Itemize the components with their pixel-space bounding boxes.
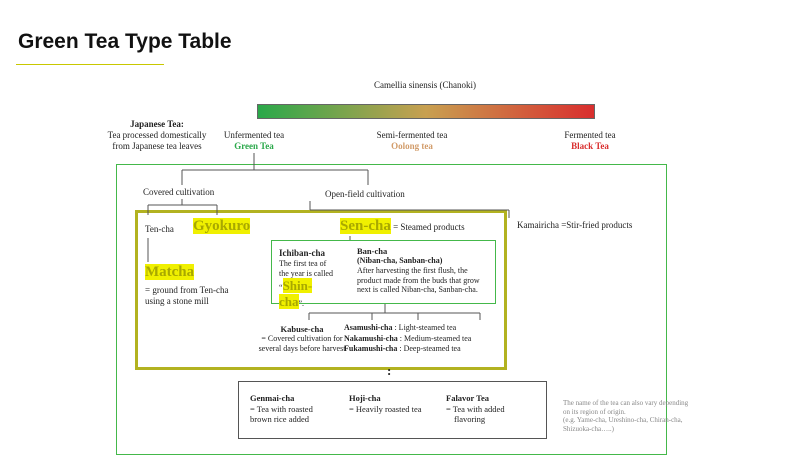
black-tea-label: Black Tea — [571, 141, 609, 151]
close-quote: ”. — [298, 299, 305, 308]
steaming-item-nakamushi: Nakamushi-cha : Medium-steamed tea — [344, 334, 471, 345]
matcha-desc-2: using a stone mill — [145, 296, 209, 306]
japanese-tea-desc-1: Tea processed domestically — [107, 130, 207, 140]
open-field-cultivation-label: Open-field cultivation — [325, 189, 405, 199]
kabuse-desc-2: several days before harvest — [258, 343, 346, 353]
other-tea-name: Hoji-cha — [349, 393, 381, 403]
other-tea-name: Falavor Tea — [446, 393, 490, 403]
page-title: Green Tea Type Table — [18, 30, 232, 53]
open-quote: “ — [279, 283, 283, 292]
other-tea-desc-2: flavoring — [454, 414, 486, 424]
bancha-sub: (Niban-cha, Sanban-cha) — [357, 256, 443, 265]
bancha-group: Ban-cha (Niban-cha, Sanban-cha) After ha… — [357, 246, 492, 295]
japanese-tea-note: Japanese Tea: Tea processed domestically… — [92, 119, 222, 152]
steaming-desc: : Medium-steamed tea — [397, 333, 472, 343]
steaming-list: Asamushi-cha : Light-steamed tea Nakamus… — [344, 323, 471, 355]
ichiban-desc-1: The first tea of — [279, 259, 327, 268]
other-tea-hoji: Hoji-cha = Heavily roasted tea — [349, 393, 422, 414]
sencha-desc: = Steamed products — [393, 222, 465, 232]
ichiban-desc-2: the year is called — [279, 268, 333, 278]
root-label: Camellia sinensis (Chanoki) — [374, 80, 476, 90]
matcha-name: Matcha — [145, 264, 195, 280]
steaming-name: Nakamushi-cha — [344, 333, 398, 343]
fermentation-gradient-bar — [257, 104, 595, 119]
other-tea-desc-1: = Heavily roasted tea — [349, 403, 422, 414]
bancha-desc-2: product made from the buds that grow — [357, 275, 480, 285]
kabuse-name: Kabuse-cha — [280, 324, 324, 334]
other-tea-desc-1: = Tea with roasted — [250, 403, 313, 414]
gyokuro-label: Gyokuro — [193, 218, 251, 235]
sencha-group: Sen-cha = Steamed products — [340, 218, 465, 236]
semi-fermented-group: Semi-fermented tea Oolong tea — [352, 130, 472, 152]
region-note: The name of the tea can also vary depend… — [563, 399, 688, 433]
japanese-tea-heading: Japanese Tea: — [130, 119, 184, 129]
sencha-name: Sen-cha — [340, 218, 391, 234]
steamed-products-box — [135, 210, 507, 370]
shincha-line-2: cha”. — [279, 294, 349, 310]
region-note-line-3: (e.g. Yame-cha, Ureshino-cha, Chiran-cha… — [563, 416, 683, 424]
unfermented-label: Unfermented tea — [223, 130, 285, 140]
other-tea-flavor: Falavor Tea = Tea with added flavoring — [446, 393, 505, 425]
bancha-name: Ban-cha — [357, 246, 388, 256]
other-teas-box — [238, 381, 547, 439]
harvest-box — [271, 240, 496, 304]
kamairicha-label: Kamairicha =Stir-fried products — [517, 220, 633, 230]
kabuse-group: Kabuse-cha = Covered cultivation for sev… — [232, 324, 372, 353]
bancha-desc-3: next is called Niban-cha, Sanban-cha. — [357, 285, 478, 294]
japanese-tea-desc-2: from Japanese tea leaves — [112, 141, 202, 151]
green-tea-box — [116, 164, 667, 455]
steaming-item-asamushi: Asamushi-cha : Light-steamed tea — [344, 323, 471, 334]
region-note-line-2: on its region of origin. — [563, 407, 626, 416]
other-tea-desc-2: brown rice added — [250, 414, 310, 424]
ichiban-group: Ichiban-cha The first tea of the year is… — [279, 248, 349, 310]
shincha-line: “Shin- — [279, 278, 349, 295]
matcha-label: Matcha — [145, 264, 195, 281]
ellipsis-mark: : — [387, 363, 392, 378]
region-note-line-1: The name of the tea can also vary depend… — [563, 399, 689, 407]
shincha-name-2: cha — [279, 294, 299, 309]
other-tea-name: Genmai-cha — [250, 393, 295, 403]
other-tea-genmai: Genmai-cha = Tea with roasted brown rice… — [250, 393, 313, 425]
fermented-label: Fermented tea — [564, 130, 616, 140]
semi-fermented-label: Semi-fermented tea — [376, 130, 448, 140]
matcha-desc: = ground from Ten-cha using a stone mill — [145, 285, 229, 307]
steaming-name: Asamushi-cha — [344, 323, 393, 332]
green-tea-label: Green Tea — [234, 141, 274, 151]
steaming-desc: : Deep-steamed tea — [397, 344, 461, 353]
matcha-desc-1: = ground from Ten-cha — [145, 285, 229, 295]
oolong-tea-label: Oolong tea — [391, 141, 433, 151]
covered-cultivation-label: Covered cultivation — [143, 187, 215, 197]
title-underline — [16, 64, 164, 65]
unfermented-group: Unfermented tea Green Tea — [206, 130, 302, 152]
steaming-item-fukamushi: Fukamushi-cha : Deep-steamed tea — [344, 344, 471, 355]
fermented-group: Fermented tea Black Tea — [550, 130, 630, 152]
kabuse-desc-1: = Covered cultivation for — [261, 334, 343, 343]
gyokuro-name: Gyokuro — [193, 218, 251, 234]
shincha-name: Shin- — [282, 278, 313, 293]
other-tea-desc-1: = Tea with added — [446, 403, 505, 414]
steaming-desc: : Light-steamed tea — [392, 323, 457, 332]
steaming-name: Fukamushi-cha — [344, 344, 398, 353]
region-note-line-4: Shizuoka-cha…..) — [563, 424, 614, 433]
bancha-desc-1: After harvesting the first flush, the — [357, 266, 468, 275]
ichiban-name: Ichiban-cha — [279, 248, 326, 258]
tencha-label: Ten-cha — [145, 224, 174, 234]
